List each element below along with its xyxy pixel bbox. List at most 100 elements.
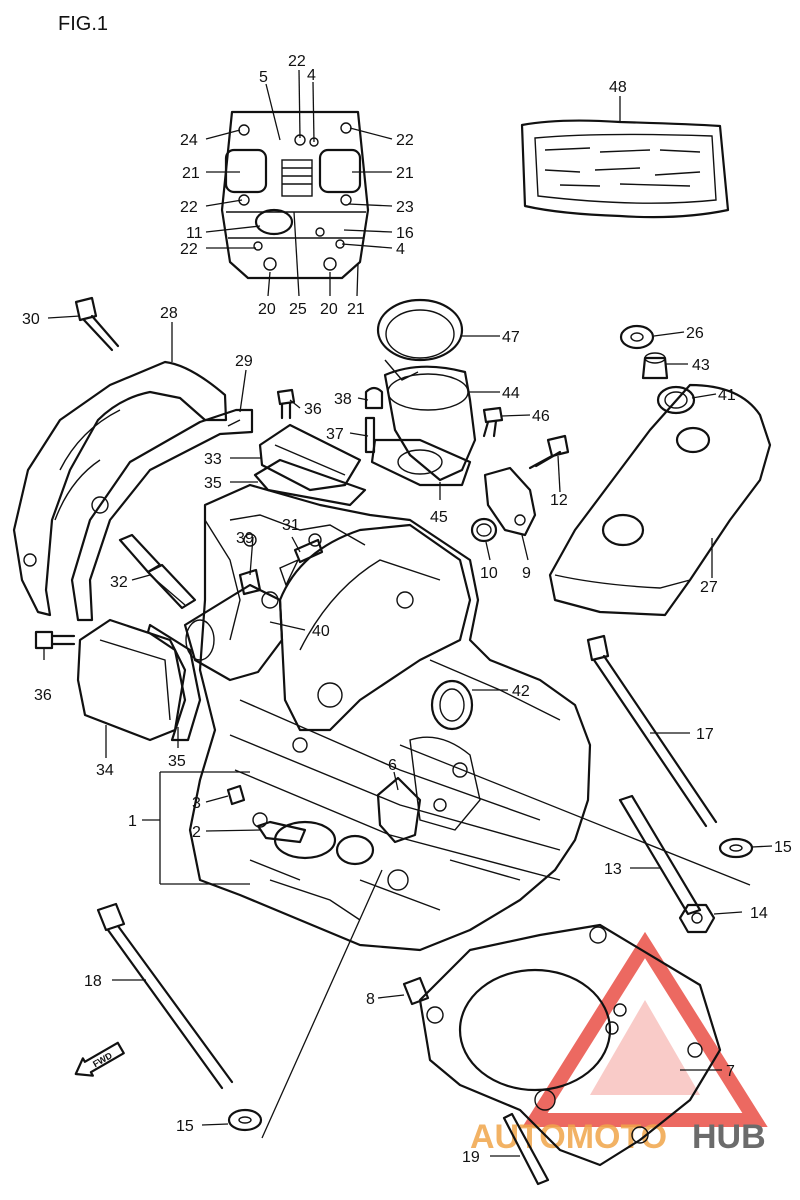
dowel-8 bbox=[402, 976, 430, 1006]
callout-30: 30 bbox=[22, 311, 40, 328]
callout-33: 33 bbox=[204, 451, 222, 468]
stud-17 bbox=[586, 634, 718, 828]
callout-14: 14 bbox=[750, 905, 768, 922]
watermark-text-automoto: AUTOMOTO bbox=[470, 1118, 667, 1156]
callout-36-lower: 36 bbox=[34, 687, 52, 704]
callout-47: 47 bbox=[502, 329, 520, 346]
callout-11: 11 bbox=[186, 225, 203, 242]
gasket-35-lower bbox=[146, 623, 202, 742]
bracket-6 bbox=[376, 776, 422, 844]
callout-18: 18 bbox=[84, 973, 102, 990]
callout-9: 9 bbox=[522, 565, 531, 582]
head-cover-28 bbox=[12, 360, 228, 617]
callout-25: 25 bbox=[289, 301, 307, 318]
callout-26: 26 bbox=[686, 325, 704, 342]
washer-15-right bbox=[718, 837, 754, 859]
plug-42 bbox=[430, 679, 474, 731]
forward-direction-arrow: FWD bbox=[74, 1041, 125, 1077]
o-ring-10 bbox=[470, 517, 498, 543]
outlet-40 bbox=[183, 583, 284, 682]
callout-12: 12 bbox=[550, 492, 568, 509]
gasket-35-upper bbox=[253, 458, 367, 507]
callout-20-left: 20 bbox=[258, 301, 276, 318]
watermark-logo bbox=[522, 931, 768, 1127]
callout-46: 46 bbox=[532, 408, 550, 425]
washer-15-lower bbox=[227, 1108, 263, 1132]
callout-4-right: 4 bbox=[396, 241, 405, 258]
cylinder-head-1 bbox=[188, 483, 592, 952]
washer-26 bbox=[619, 324, 655, 350]
callout-2: 2 bbox=[192, 824, 201, 841]
callout-15-lower: 15 bbox=[176, 1118, 194, 1135]
stud-37 bbox=[364, 416, 376, 454]
callout-48: 48 bbox=[609, 79, 627, 96]
callout-labels: 5 22 4 24 22 21 21 22 23 11 16 22 4 20 2… bbox=[22, 53, 792, 1166]
callout-20-right: 20 bbox=[320, 301, 338, 318]
callout-3: 3 bbox=[192, 795, 201, 812]
callout-34: 34 bbox=[96, 762, 114, 779]
head-gasket-7 bbox=[418, 923, 722, 1167]
callout-40: 40 bbox=[312, 623, 330, 640]
bolt-12 bbox=[528, 434, 570, 470]
callout-39: 39 bbox=[236, 530, 254, 547]
figure-title: FIG.1 bbox=[58, 13, 108, 35]
callout-44: 44 bbox=[502, 385, 520, 402]
callout-32: 32 bbox=[110, 574, 128, 591]
callout-23: 23 bbox=[396, 199, 414, 216]
callout-16: 16 bbox=[396, 225, 414, 242]
callout-10: 10 bbox=[480, 565, 498, 582]
sensor-31 bbox=[279, 538, 324, 587]
callout-13: 13 bbox=[604, 861, 622, 878]
callout-43: 43 bbox=[692, 357, 710, 374]
callout-41: 41 bbox=[718, 387, 736, 404]
callout-4-top: 4 bbox=[307, 67, 316, 84]
leader-lines bbox=[43, 69, 773, 1157]
head-top-view-inset bbox=[220, 110, 370, 280]
callout-21-left: 21 bbox=[182, 165, 200, 182]
watermark-text-hub: HUB bbox=[692, 1118, 766, 1156]
cap-nut-38 bbox=[364, 386, 384, 410]
callout-5: 5 bbox=[259, 69, 268, 86]
callout-22-top: 22 bbox=[288, 53, 306, 70]
callout-8: 8 bbox=[366, 991, 375, 1008]
insulator-45 bbox=[370, 438, 472, 487]
callout-21-right: 21 bbox=[396, 165, 414, 182]
callout-22-left-upper: 22 bbox=[180, 199, 198, 216]
callout-38: 38 bbox=[334, 391, 352, 408]
bolt-18 bbox=[96, 902, 234, 1090]
callout-17: 17 bbox=[696, 726, 714, 743]
callout-42: 42 bbox=[512, 683, 530, 700]
spark-plug-32 bbox=[118, 533, 197, 610]
stud-13 bbox=[618, 794, 702, 916]
callout-21-bottom: 21 bbox=[347, 301, 365, 318]
callout-28: 28 bbox=[160, 305, 178, 322]
grommet-43 bbox=[641, 352, 669, 380]
pin-2 bbox=[256, 820, 307, 844]
callout-1: 1 bbox=[128, 813, 137, 830]
callout-36-upper: 36 bbox=[304, 401, 322, 418]
nut-14 bbox=[678, 903, 716, 934]
callout-27: 27 bbox=[700, 579, 718, 596]
callout-6: 6 bbox=[388, 757, 397, 774]
pin-3 bbox=[226, 784, 246, 806]
bolt-19 bbox=[502, 1112, 550, 1186]
head-cover-27 bbox=[548, 383, 772, 617]
bolt-30 bbox=[74, 296, 120, 352]
callout-22-left-lower: 22 bbox=[180, 241, 198, 258]
fitting-9 bbox=[483, 466, 537, 537]
callout-22-right-upper: 22 bbox=[396, 132, 414, 149]
callout-29: 29 bbox=[235, 353, 253, 370]
bolt-36-lower bbox=[34, 630, 76, 650]
bolt-46 bbox=[482, 406, 504, 438]
gasket-29 bbox=[70, 408, 254, 622]
callout-37: 37 bbox=[326, 426, 344, 443]
callout-19: 19 bbox=[462, 1149, 480, 1166]
gasket-48 bbox=[520, 119, 730, 219]
callout-7: 7 bbox=[726, 1063, 735, 1080]
callout-35-upper: 35 bbox=[204, 475, 222, 492]
callout-45: 45 bbox=[430, 509, 448, 526]
callout-24: 24 bbox=[180, 132, 198, 149]
callout-31: 31 bbox=[282, 517, 300, 534]
callout-35-lower: 35 bbox=[168, 753, 186, 770]
